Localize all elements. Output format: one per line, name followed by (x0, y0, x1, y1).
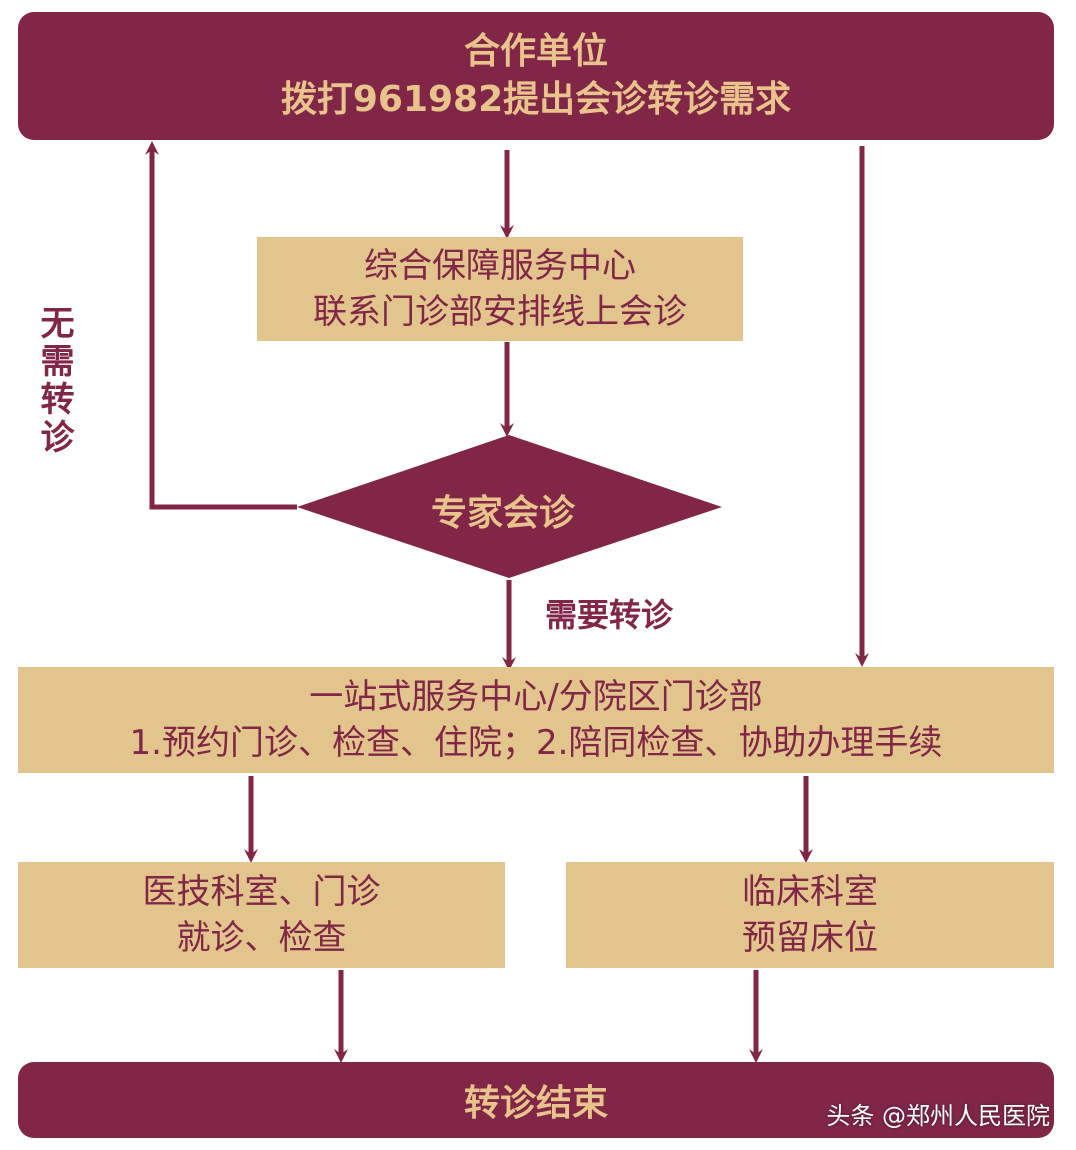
need-transfer-label: 需要转诊 (545, 596, 674, 634)
service-center-box: 综合保障服务中心 联系门诊部安排线上会诊 (257, 237, 743, 341)
medtech-dept-box: 医技科室、门诊 就诊、检查 (18, 862, 505, 968)
one-stop-services: 1.预约门诊、检查、住院；2.陪同检查、协助办理手续 (129, 723, 943, 763)
source-watermark: 头条 @郑州人民医院 (826, 1102, 1050, 1130)
transfer-end-box: 转诊结束 (18, 1062, 1054, 1138)
medtech-title: 医技科室、门诊 (142, 872, 381, 912)
consult-diamond (297, 435, 722, 578)
partner-hotline: 拨打961982提出会诊转诊需求 (280, 79, 792, 120)
clinical-title: 临床科室 (742, 872, 878, 912)
one-stop-center-box: 一站式服务中心/分院区门诊部 1.预约门诊、检查、住院；2.陪同检查、协助办理手… (18, 667, 1054, 773)
one-stop-title: 一站式服务中心/分院区门诊部 (309, 677, 763, 717)
medtech-desc: 就诊、检查 (176, 918, 347, 958)
partner-request-box: 合作单位 拨打961982提出会诊转诊需求 (18, 12, 1054, 140)
clinical-desc: 预留床位 (742, 918, 878, 958)
transfer-end-label: 转诊结束 (463, 1083, 608, 1124)
service-center-desc: 联系门诊部安排线上会诊 (313, 292, 687, 332)
arrow-consult-back-to-top (145, 141, 297, 510)
service-center-title: 综合保障服务中心 (364, 246, 636, 286)
no-transfer-label: 无需转诊 (34, 305, 74, 457)
clinical-dept-box: 临床科室 预留床位 (566, 862, 1054, 968)
consult-label: 专家会诊 (431, 493, 576, 534)
partner-title: 合作单位 (463, 31, 608, 72)
